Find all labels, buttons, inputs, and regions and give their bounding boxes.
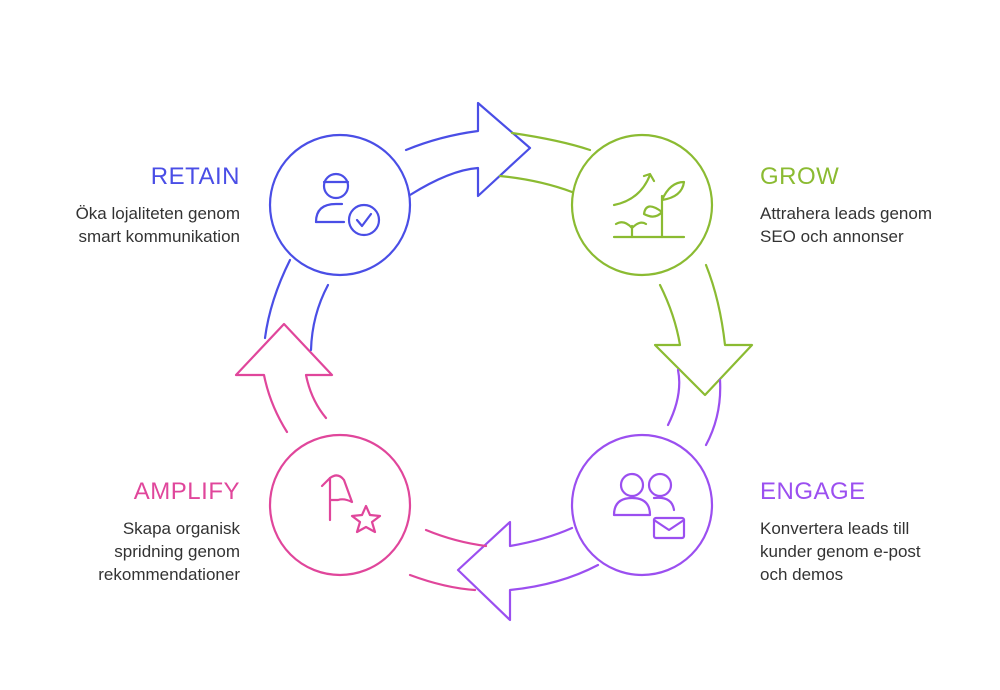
grow-circle	[570, 133, 714, 277]
grow-description: Attrahera leads genom SEO och annonser	[760, 204, 932, 246]
arrow-engage-to-amplify	[456, 368, 722, 622]
amplify-circle	[268, 433, 412, 577]
grow-title: GROW	[760, 163, 840, 190]
retain-description: Öka lojaliteten genom smart kommunikatio…	[75, 204, 240, 246]
arrow-amplify-to-retain	[234, 322, 488, 592]
user-check-icon	[314, 172, 381, 237]
amplify-description: Skapa organisk spridning genom rekommend…	[98, 519, 240, 584]
users-mail-icon	[612, 472, 686, 540]
engage-description: Konvertera leads till kunder genom e-pos…	[760, 519, 921, 584]
retain-title: RETAIN	[150, 163, 240, 190]
amplify-title: AMPLIFY	[133, 478, 240, 505]
engage-circle	[570, 433, 714, 577]
arrow-retain-to-grow	[404, 101, 532, 198]
engage-title: ENGAGE	[760, 478, 866, 505]
flag-star-icon	[320, 474, 382, 534]
arrow-grow-to-engage	[498, 131, 754, 397]
plant-growth-icon	[612, 172, 686, 239]
arrow-retain-tail	[263, 258, 330, 352]
